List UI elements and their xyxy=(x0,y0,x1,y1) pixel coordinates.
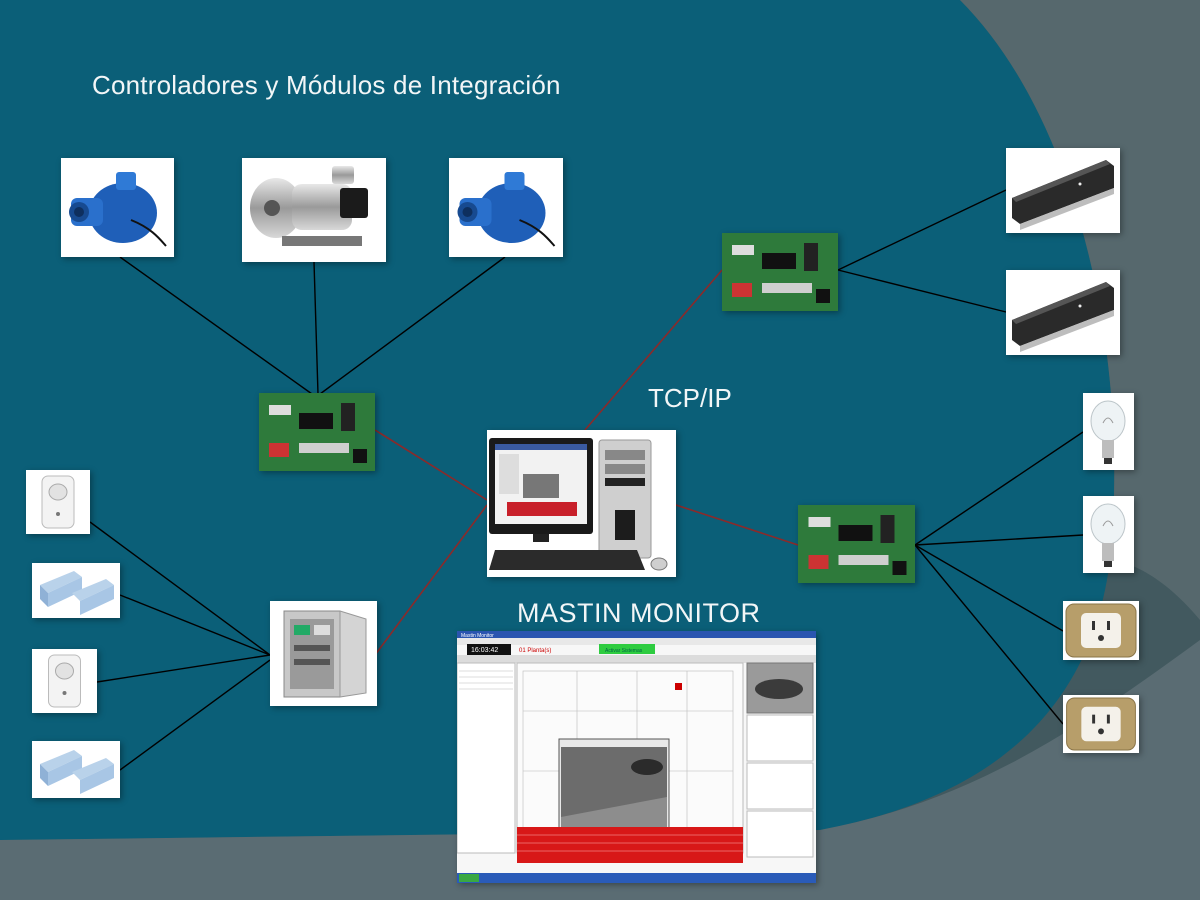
controller-board-1 xyxy=(259,393,375,471)
clock-time: 16:03:42 xyxy=(471,647,498,654)
link-controller2-ac2 xyxy=(837,269,1007,313)
black-links xyxy=(89,189,1084,771)
power-outlet-1 xyxy=(1063,601,1139,660)
link-controller3-outlet2 xyxy=(914,544,1064,725)
link-controller1-pc xyxy=(374,429,488,501)
controller-board-2 xyxy=(722,233,838,311)
air-conditioner-icon xyxy=(1012,282,1114,352)
background-gray-bottom xyxy=(0,640,1200,900)
controller-board-3 xyxy=(798,505,915,583)
link-controller2-ac1 xyxy=(837,189,1007,271)
air-conditioner-2 xyxy=(1006,270,1120,355)
monitor-screen-graphic: Mastin Monitor 16:03:42 01 Planta(s) Act… xyxy=(457,631,816,883)
pump-icon xyxy=(457,172,556,247)
link-contact2-panel xyxy=(119,659,271,771)
mastin-monitor-screenshot: Mastin Monitor 16:03:42 01 Planta(s) Act… xyxy=(457,631,816,883)
link-sensor2-panel xyxy=(96,654,271,683)
background-gray-corner xyxy=(960,0,1200,620)
link-sensor1-panel xyxy=(89,521,271,656)
pir-sensor-icon xyxy=(41,475,75,529)
electrical-cabinet xyxy=(270,601,377,706)
water-pump-2 xyxy=(449,158,563,257)
desktop-computer-icon xyxy=(489,438,668,571)
status-green: Activar Sistemas xyxy=(605,648,643,654)
link-controller3-outlet1 xyxy=(914,544,1064,632)
link-controller3-bulb2 xyxy=(914,534,1084,546)
water-pump-1 xyxy=(61,158,174,257)
diagram-title: Controladores y Módulos de Integración xyxy=(92,70,561,100)
link-pump2-controller1 xyxy=(313,261,319,395)
link-controller3-bulb1 xyxy=(914,431,1084,546)
door-contact-2 xyxy=(32,741,120,798)
light-bulb-1 xyxy=(1083,393,1134,470)
power-outlet-2 xyxy=(1063,695,1139,753)
mastin-monitor-label: MASTIN MONITOR xyxy=(517,598,761,628)
pump-icon xyxy=(69,172,167,247)
link-pump3-controller1 xyxy=(319,256,506,395)
circuit-board-icon xyxy=(259,393,375,471)
link-contact1-panel xyxy=(119,594,271,656)
pir-sensor-icon xyxy=(48,654,81,708)
link-pump1-controller1 xyxy=(119,256,313,395)
stainless-pump-icon xyxy=(250,166,368,246)
cabinet-icon xyxy=(283,610,367,698)
power-outlet-icon xyxy=(1066,697,1136,751)
stainless-pump xyxy=(242,158,386,262)
magnetic-contact-icon xyxy=(40,750,114,794)
motion-sensor-1 xyxy=(26,470,90,534)
link-panel-pc xyxy=(374,504,488,656)
red-links xyxy=(374,269,799,656)
air-conditioner-1 xyxy=(1006,148,1120,233)
magnetic-contact-icon xyxy=(40,571,114,615)
power-outlet-icon xyxy=(1065,603,1137,658)
zone-label: 01 Planta(s) xyxy=(519,648,551,654)
light-bulb-icon xyxy=(1090,400,1126,464)
light-bulb-2 xyxy=(1083,496,1134,573)
air-conditioner-icon xyxy=(1012,160,1114,230)
light-bulb-icon xyxy=(1090,503,1126,567)
motion-sensor-2 xyxy=(32,649,97,713)
circuit-board-icon xyxy=(722,233,838,311)
window-title: Mastin Monitor xyxy=(461,633,494,639)
computer-workstation xyxy=(487,430,676,577)
tcpip-label: TCP/IP xyxy=(648,383,732,413)
circuit-board-icon xyxy=(798,505,915,583)
door-contact-1 xyxy=(32,563,120,618)
link-pc-controller3 xyxy=(675,504,799,546)
link-pc-controller2 xyxy=(584,269,723,431)
